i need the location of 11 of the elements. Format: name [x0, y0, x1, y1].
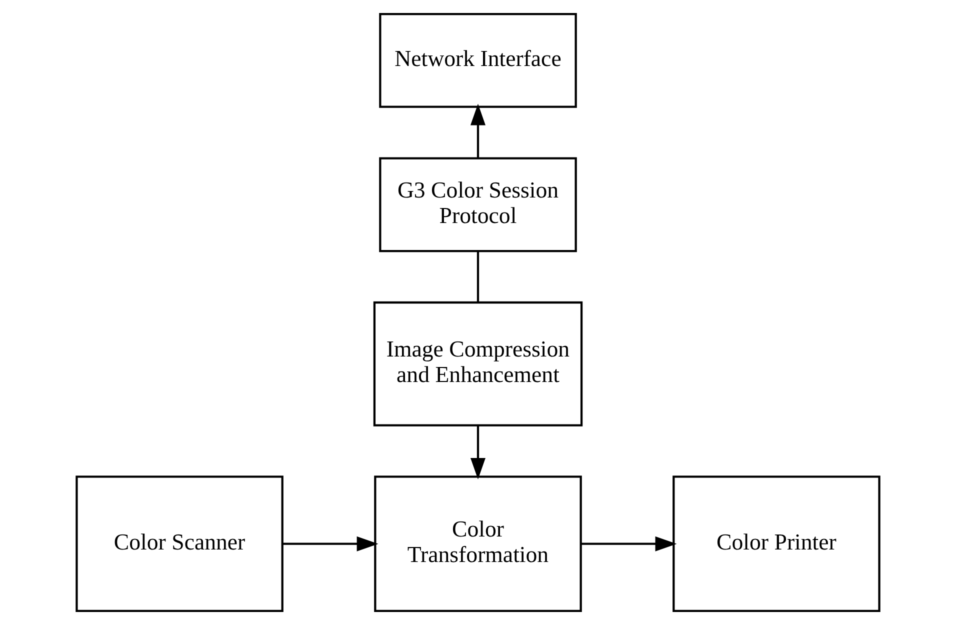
arrow — [282, 536, 378, 552]
node-box: Color Transformation — [374, 476, 582, 612]
node-box: Color Printer — [672, 476, 880, 612]
node-box: Network Interface — [379, 12, 577, 108]
node-box: Color Scanner — [76, 476, 284, 612]
arrow — [581, 536, 677, 552]
node-box: Image Compression and Enhancement — [373, 301, 583, 426]
arrow — [470, 426, 486, 480]
arrow — [470, 104, 486, 158]
node-box: G3 Color Session Protocol — [379, 157, 577, 252]
connector — [476, 251, 480, 302]
